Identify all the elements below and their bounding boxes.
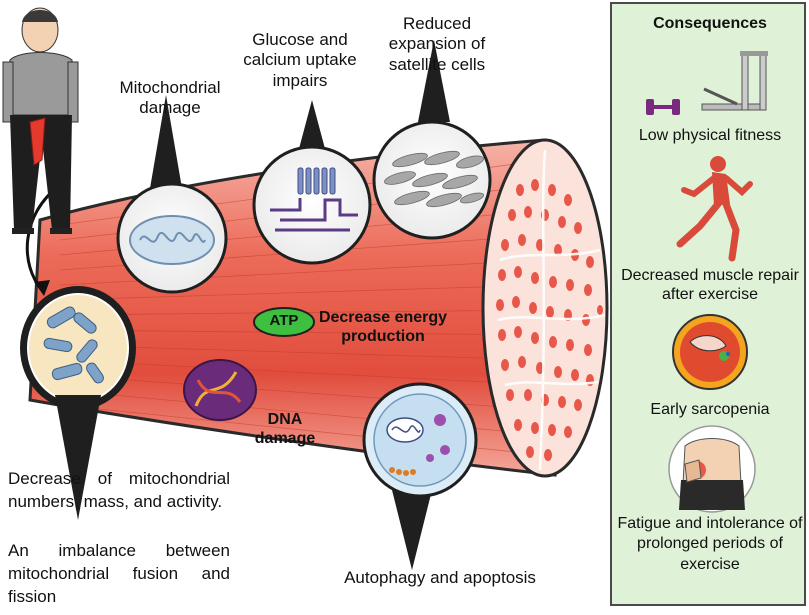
dna-damage-label: DNA damage xyxy=(254,411,316,448)
atp-badge xyxy=(253,307,315,337)
dumbbell-and-gym-machine-icon xyxy=(646,51,768,115)
man-figure-icon xyxy=(2,7,79,234)
glucose-uptake-label: Glucose and calcium uptake impairs xyxy=(243,30,357,90)
satellite-cells-label: Reduced expansion of satellite cells xyxy=(388,14,486,74)
consequence-low-fitness: Low physical fitness xyxy=(638,127,782,144)
consequence-muscle-repair: Decreased muscle repair after exercise xyxy=(621,267,799,304)
mitochondrial-damage-label: Mitochondrial damage xyxy=(119,78,221,118)
atp-badge-label: ATP xyxy=(269,312,299,329)
muscle-cross-section xyxy=(481,138,609,478)
dna-nucleus-icon xyxy=(183,359,257,421)
autophagy-label: Autophagy and apoptosis xyxy=(344,568,536,587)
muscle-cross-section-icon xyxy=(672,314,748,390)
consequences-panel: Consequences Low physical fitness Decrea… xyxy=(610,2,806,606)
consequence-fatigue: Fatigue and intolerance of prolonged per… xyxy=(617,515,803,573)
fusion-fission-label: An imbalance between mitochondrial fusio… xyxy=(8,541,230,606)
energy-production-label: Decrease energy production xyxy=(318,309,448,346)
mitochondria-end-circle xyxy=(20,286,136,520)
autophagy-circle xyxy=(362,382,478,498)
glucose-uptake-circle xyxy=(252,145,372,265)
satellite-cells-circle xyxy=(372,120,492,240)
mitochondrial-damage-circle xyxy=(116,182,228,294)
running-muscle-figure-icon xyxy=(676,156,753,262)
fatigue-torso-icon xyxy=(668,425,756,513)
pointer-teardrops xyxy=(148,40,450,570)
consequence-sarcopenia: Early sarcopenia xyxy=(650,401,770,418)
mitochondrial-decrease-label: Decrease of mitochondrial numbers, mass,… xyxy=(8,469,230,511)
consequences-title: Consequences xyxy=(653,15,767,32)
